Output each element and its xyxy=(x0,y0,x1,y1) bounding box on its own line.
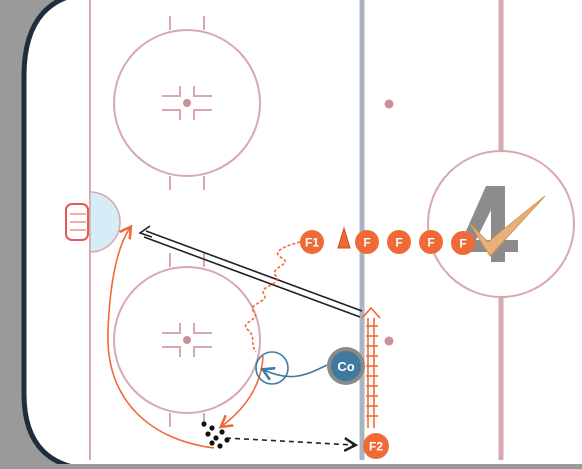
player-f1: F1 xyxy=(300,230,324,254)
faceoff-dot-bottom xyxy=(183,336,191,344)
pass-line-to-net xyxy=(138,225,363,318)
neutral-dot-bottom xyxy=(384,336,394,346)
svg-text:F2: F2 xyxy=(369,440,383,454)
forward-queue: F1 F F F F xyxy=(300,230,475,255)
svg-text:Co: Co xyxy=(337,359,354,374)
svg-text:F: F xyxy=(395,236,402,250)
goal-crease xyxy=(89,191,121,253)
svg-text:F: F xyxy=(459,237,466,251)
puck-pile xyxy=(201,421,230,449)
skate-path-f2 xyxy=(361,306,381,428)
faceoff-circle-top xyxy=(113,16,261,190)
skate-path-f1 xyxy=(244,241,301,353)
4-check-logo-icon xyxy=(462,186,546,262)
skate-path-to-net xyxy=(107,228,215,449)
svg-text:F: F xyxy=(363,236,370,250)
player-f-3: F xyxy=(419,230,443,254)
skate-path-corner xyxy=(222,355,264,426)
svg-text:F: F xyxy=(427,236,434,250)
player-f-2: F xyxy=(387,230,411,254)
faceoff-dot-top xyxy=(183,99,191,107)
player-f-1: F xyxy=(355,230,379,254)
cone-icon xyxy=(337,226,351,249)
dashed-pass-line xyxy=(225,438,354,445)
player-f-4: F xyxy=(451,231,475,255)
svg-text:F1: F1 xyxy=(305,236,319,250)
player-f2: F2 xyxy=(363,433,389,459)
coach-marker: Co xyxy=(327,347,365,385)
neutral-dot-top xyxy=(384,99,394,109)
coach-pass-path xyxy=(264,364,328,377)
puck-receive-circle xyxy=(255,351,289,385)
